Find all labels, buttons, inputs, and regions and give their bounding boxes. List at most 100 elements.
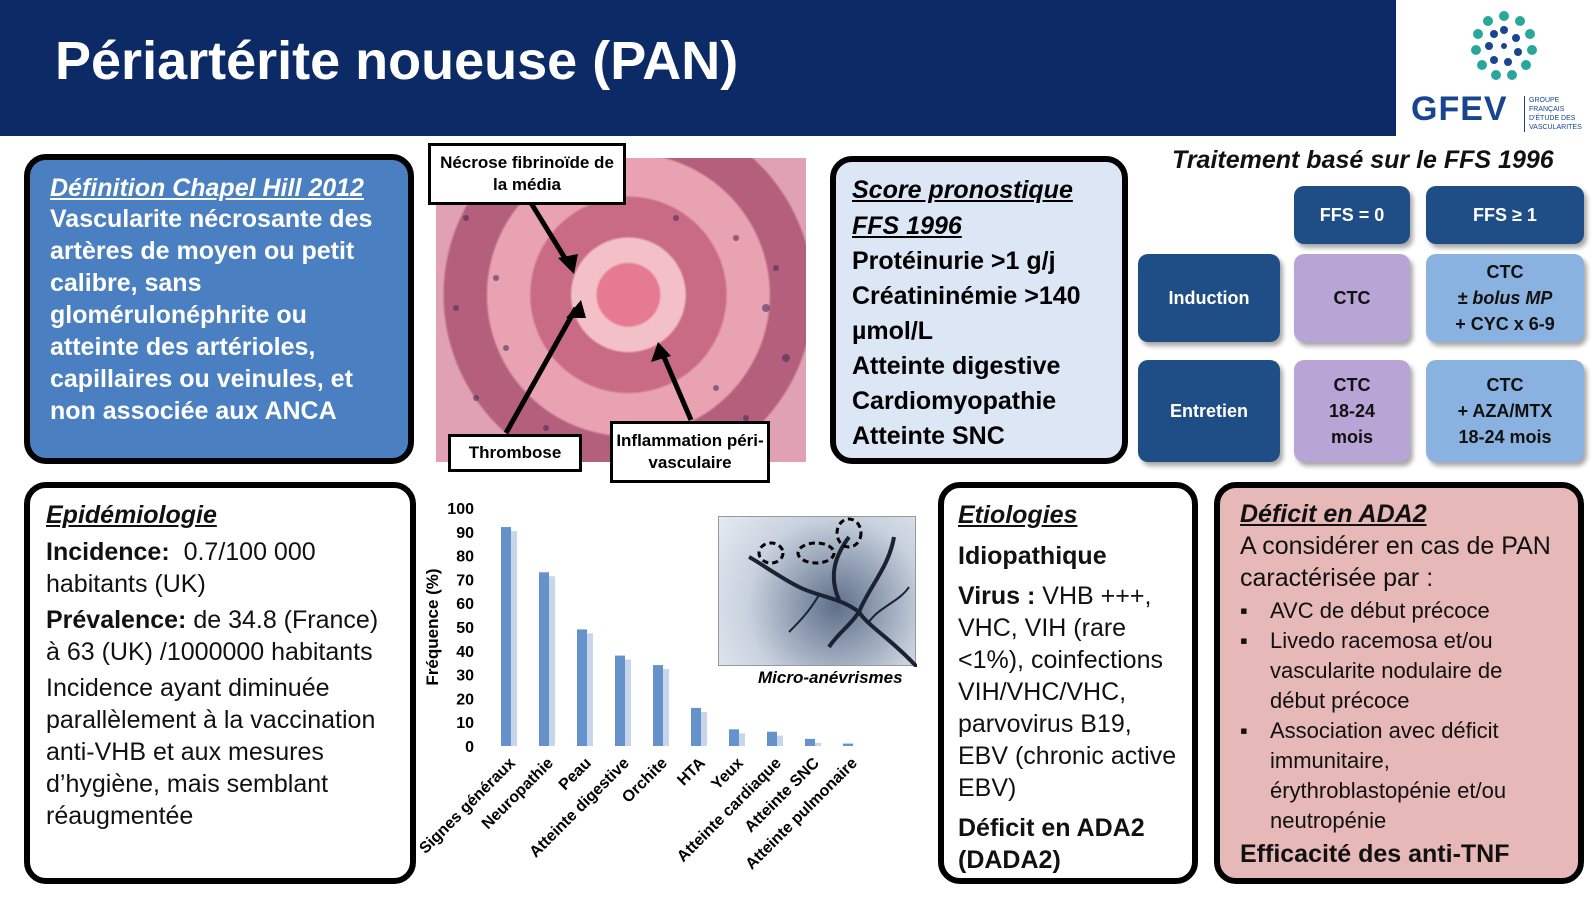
y-tick-label: 80 [456,549,474,566]
ada2-intro: A considérer en cas de PAN caractérisée … [1240,532,1551,592]
etiologies-heading: Etiologies [958,501,1078,529]
x-tick-label: HTA [674,754,709,789]
histology-image [436,158,806,462]
y-axis-label: Fréquence (%) [423,568,442,685]
bar [577,629,587,746]
cell-line: ± bolus MP [1457,288,1553,308]
cell-induction-ffs0: CTC [1294,254,1410,342]
etiology-virus: Virus : VHB +++, VHC, VIH (rare <1%), co… [958,580,1178,804]
list-item: Livedo racemosa et/ou vascularite nodula… [1240,626,1558,716]
page-title: Périartérite noueuse (PAN) [55,31,739,91]
definition-heading: Définition Chapel Hill 2012 [50,174,364,202]
logo-text: GFEV [1411,90,1508,128]
cell-entretien-ffs0: CTC 18-24 mois [1294,360,1410,462]
incidence-value: 0.7/100 000 habitants (UK) [46,538,316,598]
y-tick-label: 90 [456,525,474,542]
epidemiology-note: Incidence ayant diminuée parallèlement à… [46,674,376,830]
etiology-idiopathic: Idiopathique [958,540,1178,572]
bar-shadow [663,669,669,746]
cell-entretien-ffs1: CTC + AZA/MTX 18-24 mois [1426,360,1584,462]
angiography-vessels [748,517,919,669]
ffs-item: Créatininémie >140 µmol/L [852,282,1081,345]
cell-line: + CYC x 6-9 [1455,314,1555,334]
row-header-induction: Induction [1138,254,1280,342]
histology-texture [453,185,790,441]
bar-shadow [511,531,517,746]
ada2-conclusion: Efficacité des anti-TNF [1240,840,1510,868]
bar [805,738,815,746]
ffs-item: Cardiomyopathie [852,387,1057,415]
row-header-entretien: Entretien [1138,360,1280,462]
gfev-logo: GFEV GROUPE FRANÇAIS D'ÉTUDE DES VASCULA… [1396,0,1596,136]
bar-shadow [587,633,593,746]
prevalence-label: Prévalence: [46,606,187,634]
y-tick-label: 20 [456,691,474,708]
bar [615,655,625,746]
logo-dots-icon [1471,11,1537,80]
bar-shadow [777,735,783,746]
etiologies-box: Etiologies Idiopathique Virus : VHB +++,… [938,482,1198,884]
bar [691,707,701,746]
ada2-label: Déficit en ADA2 (DADA2) [958,814,1145,874]
ffs-heading-1: Score pronostique [852,176,1073,204]
bar [729,729,739,746]
bar [501,527,511,746]
virus-text: VHB +++, VHC, VIH (rare <1%), coinfectio… [958,582,1177,802]
epidemiology-box: Epidémiologie Incidence: 0.7/100 000 hab… [24,482,416,884]
definition-text: Vascularite nécrosante des artères de mo… [50,205,373,425]
cell-line: 18-24 mois [1458,427,1552,447]
frequency-chart: Fréquence (%)0102030405060708090100Signe… [420,501,861,873]
cell-line: CTC [1333,375,1371,395]
incidence-line: Incidence: 0.7/100 000 habitants (UK) [46,536,394,600]
bar [653,665,663,746]
y-tick-label: 10 [456,715,474,732]
y-tick-label: 30 [456,668,474,685]
prevalence-value: de 34.8 (France) à 63 (UK) /1000000 habi… [46,606,379,666]
ada2-list: AVC de début précoce Livedo racemosa et/… [1240,596,1558,836]
bar-shadow [815,742,821,746]
col-header-ffs0: FFS = 0 [1294,186,1410,244]
ffs-item: Atteinte SNC [852,422,1005,450]
ffs-item: Atteinte digestive [852,352,1061,380]
ada2-heading: Déficit en ADA2 [1240,500,1427,528]
label-inflammation: Inflammation péri-vasculaire [610,421,770,483]
y-tick-label: 50 [456,620,474,637]
logo-subtitle: GROUPE FRANÇAIS D'ÉTUDE DES VASCULARITES [1524,96,1594,132]
prevalence-line: Prévalence: de 34.8 (France) à 63 (UK) /… [46,604,394,668]
bar-shadow [739,733,745,746]
cell-line: + AZA/MTX [1457,401,1553,421]
bar-shadow [549,576,555,746]
idiopathic-label: Idiopathique [958,542,1107,570]
cell-induction-ffs1: CTC ± bolus MP + CYC x 6-9 [1426,254,1584,342]
etiology-ada2: Déficit en ADA2 (DADA2) [958,812,1178,876]
y-tick-label: 40 [456,644,474,661]
ffs-item: Protéinurie >1 g/j [852,247,1056,275]
y-tick-label: 0 [465,739,474,756]
cell-line: mois [1330,427,1373,447]
y-tick-label: 70 [456,572,474,589]
cell-line: CTC [1486,262,1524,282]
definition-box: Définition Chapel Hill 2012 Vascularite … [24,154,414,464]
y-tick-label: 100 [447,501,474,518]
angiography-caption: Micro-anévrismes [758,668,903,687]
col-header-ffs1: FFS ≥ 1 [1426,186,1584,244]
label-thrombose: Thrombose [448,434,582,472]
bar [767,731,777,746]
epidemiology-heading: Epidémiologie [46,501,217,529]
treatment-title: Traitement basé sur le FFS 1996 [1172,146,1554,174]
ffs-heading-2: FFS 1996 [852,212,962,240]
cell-line: CTC [1486,375,1524,395]
label-necrose: Nécrose fibrinoïde de la média [428,143,626,205]
bar [539,572,549,746]
bar-shadow [625,659,631,746]
angiography-image [718,516,919,669]
incidence-label: Incidence: [46,538,170,566]
ada2-box: Déficit en ADA2 A considérer en cas de P… [1214,482,1584,884]
header-bar: Périartérite noueuse (PAN) [0,0,1396,136]
bar [843,743,853,746]
bar-shadow [701,711,707,746]
virus-label: Virus : [958,582,1036,610]
ffs-score-box: Score pronostique FFS 1996 Protéinurie >… [830,156,1128,464]
cell-line: 18-24 [1328,401,1376,421]
